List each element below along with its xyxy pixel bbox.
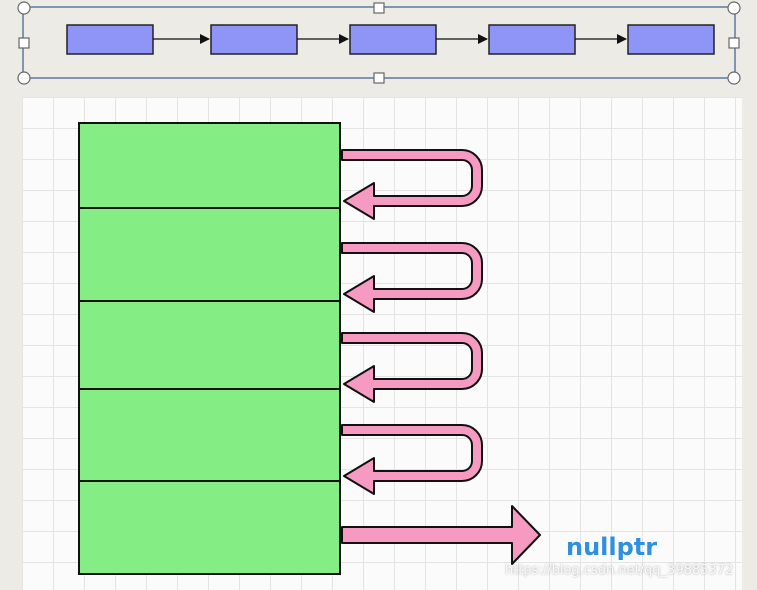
null-pointer-arrow[interactable] bbox=[341, 505, 541, 565]
resize-handle-left[interactable] bbox=[18, 37, 30, 49]
resize-handle-bottom[interactable] bbox=[373, 72, 385, 84]
linked-list-diagram[interactable] bbox=[0, 0, 757, 92]
next-pointer-arrow-1[interactable] bbox=[341, 149, 483, 220]
nullptr-label: nullptr bbox=[566, 533, 658, 561]
memory-block-2[interactable] bbox=[78, 207, 341, 302]
memory-diagram bbox=[78, 122, 541, 575]
memory-block-5[interactable] bbox=[78, 480, 341, 575]
next-pointer-arrow-2[interactable] bbox=[341, 242, 483, 313]
list-node-5[interactable] bbox=[627, 24, 715, 55]
memory-block-1[interactable] bbox=[78, 122, 341, 209]
resize-handle-right[interactable] bbox=[728, 37, 740, 49]
watermark: https://blog.csdn.net/qq_39885372 bbox=[505, 563, 734, 578]
memory-block-4[interactable] bbox=[78, 388, 341, 482]
diagram-canvas[interactable] bbox=[22, 97, 742, 590]
resize-handle-top-right[interactable] bbox=[727, 1, 741, 15]
resize-handle-top-left[interactable] bbox=[17, 1, 31, 15]
list-node-4[interactable] bbox=[488, 24, 576, 55]
memory-block-3[interactable] bbox=[78, 300, 341, 390]
resize-handle-bottom-right[interactable] bbox=[727, 71, 741, 85]
next-pointer-arrow-3[interactable] bbox=[341, 332, 483, 403]
next-pointer-arrow-4[interactable] bbox=[341, 424, 483, 495]
resize-handle-top[interactable] bbox=[373, 2, 385, 14]
list-node-3[interactable] bbox=[349, 24, 437, 55]
resize-handle-bottom-left[interactable] bbox=[17, 71, 31, 85]
list-node-2[interactable] bbox=[210, 24, 298, 55]
list-node-1[interactable] bbox=[66, 24, 154, 55]
